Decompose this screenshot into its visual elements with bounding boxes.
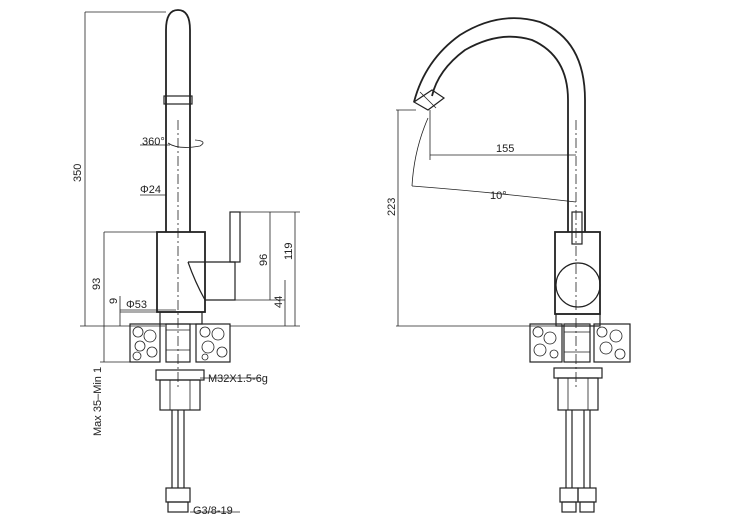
hose-thread-label: G3/8-19 bbox=[193, 505, 233, 517]
countertop-left bbox=[129, 323, 161, 363]
side-view: 155 10° 223 bbox=[386, 17, 631, 513]
total-height-label: 350 bbox=[72, 164, 84, 182]
countertop-right bbox=[195, 323, 231, 363]
rotation-label: 360° bbox=[142, 136, 165, 148]
side-height-dim-label: 223 bbox=[386, 198, 398, 216]
thread-label: M32X1.5-6g bbox=[208, 373, 268, 385]
front-view: 350 93 9 360° Φ24 Φ53 96 119 44 M32X1.5-… bbox=[72, 9, 300, 517]
side-height-label: 119 bbox=[283, 242, 295, 260]
lever-offset-label: 44 bbox=[273, 296, 285, 308]
base-offset-label: 9 bbox=[108, 298, 120, 304]
body-diameter-label: Φ53 bbox=[126, 299, 147, 311]
angle-label: 10° bbox=[490, 190, 507, 202]
spout-diameter-label: Φ24 bbox=[140, 184, 161, 196]
side-countertop-left bbox=[529, 323, 563, 363]
body-height-label: 93 bbox=[91, 278, 103, 290]
side-countertop-right bbox=[593, 323, 631, 363]
counter-thickness-label: Max 35–Min 1 bbox=[92, 367, 104, 436]
lever-height-label: 96 bbox=[258, 254, 270, 266]
reach-label: 155 bbox=[496, 143, 514, 155]
